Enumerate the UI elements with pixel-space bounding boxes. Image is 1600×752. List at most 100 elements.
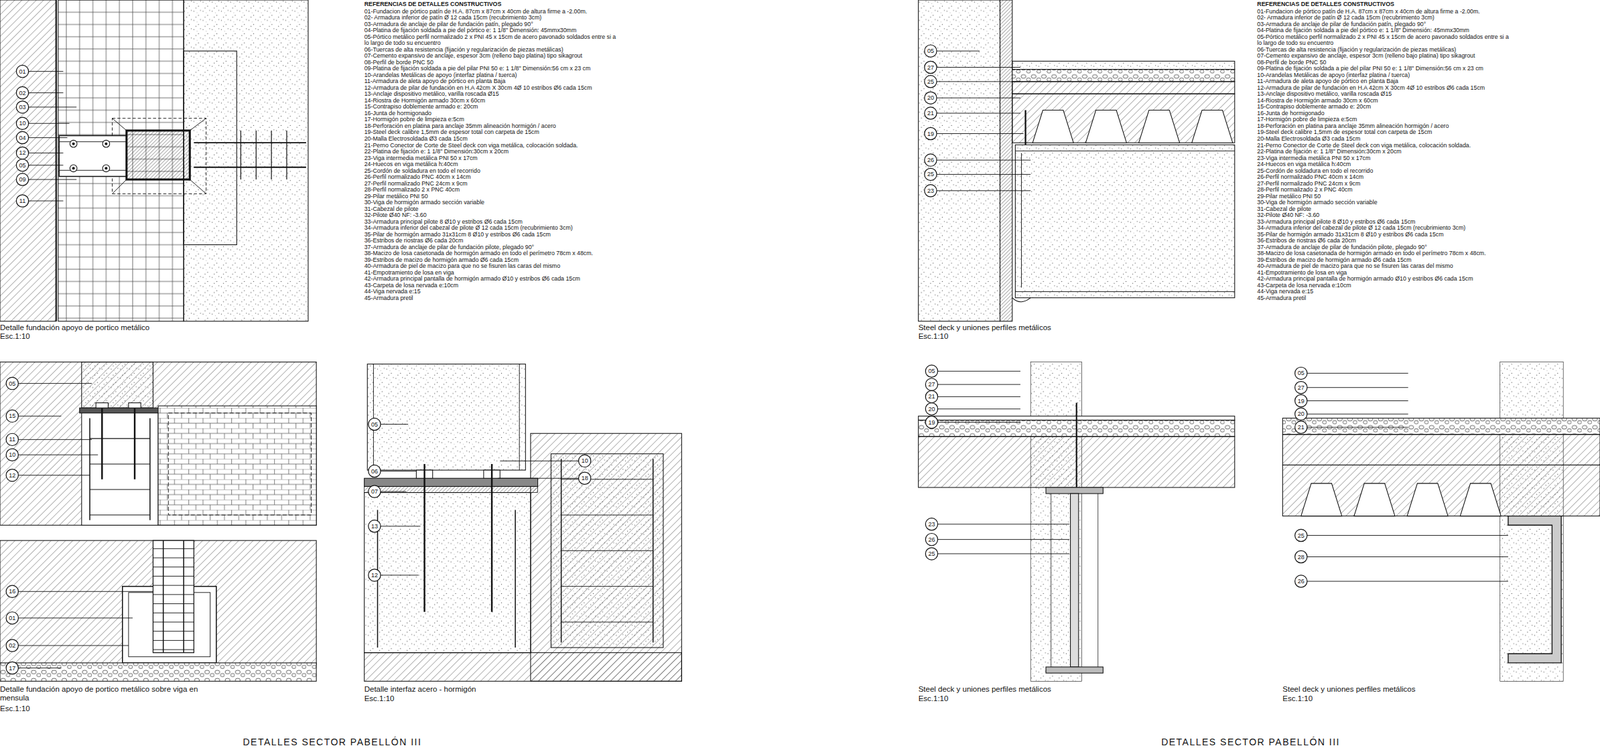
reference-line: 35-Pilar de hormigón armado 31x31cm 8 Ø1…	[1256, 231, 1444, 238]
reference-line: 36-Estribos de riostras Ø6 cada 20cm	[364, 237, 464, 244]
reference-line: 04-Platina de fijación soldada a pie del…	[1256, 27, 1470, 34]
callout-bubble	[925, 390, 938, 403]
leader-line	[28, 106, 78, 108]
reference-line: 26-Perfil normalizado PNC 40cm x 14cm	[1256, 174, 1364, 181]
nut	[95, 403, 108, 409]
reference-line: 34-Armadura inferior del cabezal de pilo…	[364, 225, 573, 232]
reference-line: 26-Perfil normalizado PNC 40cm x 14cm	[364, 174, 472, 181]
callout-number: 21	[1295, 422, 1308, 433]
reference-line: 22-Platina de fijación e: 1 1/8" Dimensi…	[364, 148, 509, 155]
deck-rib	[1032, 109, 1074, 143]
rebar-line	[240, 130, 242, 180]
rebar-line	[149, 418, 151, 520]
flange-line	[58, 170, 127, 171]
callout-bubble	[1295, 381, 1308, 394]
anchor-bolt	[102, 140, 110, 148]
reference-line: 34-Armadura inferior del cabezal de pilo…	[1256, 225, 1466, 232]
wall-hatch	[1000, 0, 1013, 322]
flange-line	[373, 364, 374, 471]
callout-number: 11	[16, 196, 29, 206]
callout-bubble	[578, 454, 591, 468]
leader-line	[28, 92, 64, 94]
callout-bubble	[925, 518, 938, 531]
leader-line	[28, 137, 68, 139]
sheet-title: DETALLES SECTOR PABELLÓN III	[1161, 737, 1341, 748]
callout-number: 17	[6, 663, 19, 674]
rebar-line	[193, 142, 307, 144]
reference-line: 23-Viga intermedia metálica PNI 50 x 17c…	[364, 155, 478, 162]
leader-line	[28, 123, 70, 124]
plate-outline	[112, 118, 207, 195]
reference-line: 28-Perfil normalizado 2 x PNC 40cm	[1256, 186, 1353, 193]
callout-bubble	[578, 472, 591, 485]
reference-line: 15-Contrapiso doblemente armado e: 20cm	[364, 103, 479, 110]
anchor-rod	[134, 403, 136, 480]
callout-bubble	[1295, 367, 1308, 380]
mesh-layer	[1012, 69, 1235, 82]
reference-line: 35-Pilar de hormigón armado 31x31cm 8 Ø1…	[364, 231, 551, 238]
column-outline	[183, 50, 237, 245]
rebar-line	[152, 558, 194, 559]
callout-bubble	[1295, 421, 1308, 434]
callout-bubble	[6, 585, 19, 598]
reference-line: 08-Perfil de borde PNC 50	[364, 59, 434, 66]
callout-number: 06	[368, 467, 381, 477]
callout-number: 26	[1295, 576, 1308, 587]
steel-column	[81, 362, 154, 409]
rebar-line	[152, 640, 194, 642]
leader-line	[380, 574, 419, 576]
callout-bubble	[6, 661, 19, 675]
reference-line: 27-Perfil normalizado PNC 24cm x 9cm	[1256, 180, 1361, 187]
leader-line	[1307, 400, 1409, 402]
callout-number: 02	[16, 88, 29, 98]
stiffener-line	[1050, 493, 1052, 668]
steel-deck	[1282, 464, 1600, 516]
callout-bubble	[16, 173, 29, 186]
callout-bubble	[16, 159, 29, 172]
reference-line: 22-Platina de fijación e: 1 1/8" Dimensi…	[1256, 148, 1402, 155]
callout-bubble	[6, 469, 19, 482]
reference-line: 06-Tuercas de alta resistencia (fijación…	[1256, 46, 1456, 53]
web-line	[1021, 152, 1022, 288]
reference-line: 20-Malla Electrosoldada Ø3 cada 15cm	[364, 136, 468, 143]
callout-number: 27	[924, 62, 937, 73]
reference-line: 39-Estribos de macizo de hormigón armado…	[1256, 257, 1412, 264]
leader-line	[936, 160, 1031, 161]
reference-line: 33-Armadura principal pilote 8 Ø10 y est…	[1256, 219, 1416, 226]
leader-line	[938, 396, 1021, 398]
callout-number: 10	[6, 450, 19, 460]
leader-line	[936, 133, 1024, 135]
concrete-column	[1500, 362, 1564, 683]
soil-hatch	[0, 540, 317, 666]
callout-number: 19	[1295, 396, 1308, 407]
leader-line	[18, 645, 128, 647]
reference-line: 16-Junta de hormigonado	[364, 110, 432, 117]
rebar-line	[652, 458, 654, 643]
reference-line: 17-Hormigón pobre de limpieza e:5cm	[1256, 116, 1357, 123]
rebar-line	[152, 594, 194, 595]
callout-bubble	[925, 403, 938, 416]
reference-line: 28-Perfil normalizado 2 x PNC 40cm	[364, 186, 460, 193]
leader-line	[936, 113, 1021, 114]
reference-line: 36-Estribos de riostras Ø6 cada 20cm	[1256, 237, 1357, 244]
callout-number: 01	[16, 67, 29, 77]
reference-line: 25-Cordón de soldadura en todo el recorr…	[364, 168, 481, 175]
callout-bubble	[1295, 394, 1308, 407]
wall-hatch	[0, 0, 57, 322]
reference-line: 32-Pilote Ø40 NF: -3.60	[364, 212, 427, 219]
callout-bubble	[924, 44, 937, 57]
reference-line: 30-Viga de hormigón armado sección varia…	[364, 199, 485, 206]
leader-line	[380, 471, 417, 472]
reference-line: 43-Carpeta de losa nervada e:10cm	[1256, 282, 1351, 289]
callout-bubble	[16, 131, 29, 144]
reference-line: 25-Cordón de soldadura en todo el recorr…	[1256, 168, 1373, 175]
rebar-line	[193, 166, 307, 169]
callout-number: 12	[368, 570, 381, 581]
leader-line	[936, 50, 980, 52]
reference-heading: REFERENCIAS DE DETALLES CONSTRUCTIVOS	[364, 1, 502, 8]
reference-line: 41-Empotramiento de losa en viga	[364, 270, 455, 277]
reference-line: 10-Arandelas Metálicas de apoyo (interfa…	[1256, 72, 1410, 79]
anchor-bolt	[69, 140, 78, 148]
callout-number: 03	[16, 102, 29, 112]
